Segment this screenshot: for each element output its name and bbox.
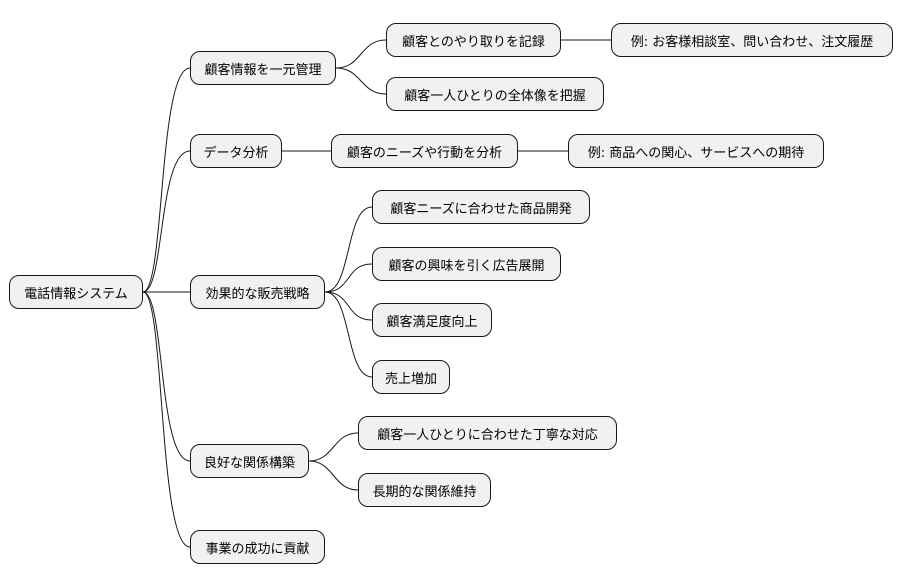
- link-root-b0: [142, 67, 191, 293]
- link-b0-c1: [335, 67, 387, 95]
- link-b0-c0: [335, 39, 387, 69]
- node-sales-increase: 売上増加: [372, 360, 450, 394]
- node-advertising: 顧客の興味を引く広告展開: [372, 247, 561, 281]
- link-b2-c0: [324, 206, 373, 293]
- node-example-contacts: 例: お客様相談室、問い合わせ、注文履歴: [611, 23, 893, 57]
- link-b3-c0: [308, 432, 359, 462]
- link-b2-c1: [324, 263, 373, 293]
- node-example-interests: 例: 商品への関心、サービスへの期待: [568, 134, 824, 168]
- node-product-development: 顧客ニーズに合わせた商品開発: [372, 190, 590, 224]
- node-analyze-needs: 顧客のニーズや行動を分析: [331, 134, 518, 168]
- link-b3-c1: [308, 460, 359, 491]
- link-b2-c3: [324, 291, 373, 378]
- node-long-term-relationship: 長期的な関係維持: [358, 473, 491, 507]
- node-grasp-customer-picture: 顧客一人ひとりの全体像を把握: [386, 77, 604, 111]
- branch-sales-strategy: 効果的な販売戦略: [190, 275, 325, 309]
- branch-customer-info: 顧客情報を一元管理: [190, 51, 336, 85]
- branch-relationship: 良好な関係構築: [190, 444, 309, 478]
- root-node: 電話情報システム: [9, 275, 143, 309]
- link-root-b3: [142, 291, 191, 462]
- node-personalized-service: 顧客一人ひとりに合わせた丁寧な対応: [358, 416, 617, 450]
- node-record-interactions: 顧客とのやり取りを記録: [386, 23, 561, 57]
- node-customer-satisfaction: 顧客満足度向上: [372, 303, 492, 337]
- branch-data-analysis: データ分析: [190, 134, 282, 168]
- branch-business-success: 事業の成功に貢献: [190, 530, 325, 564]
- link-b2-c2: [324, 291, 373, 321]
- link-root-b4: [142, 291, 191, 548]
- link-root-b1: [142, 150, 191, 293]
